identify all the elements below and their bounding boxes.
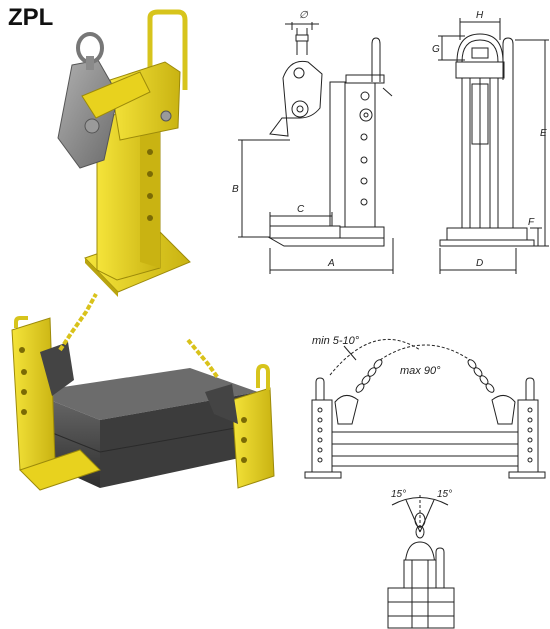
dimension-a-label: A: [327, 258, 335, 269]
pair-angle-drawing: [304, 338, 546, 479]
page-title: ZPL: [8, 4, 54, 31]
tilt-left-angle-label: 15°: [391, 489, 406, 500]
side-view-drawing: [238, 22, 394, 274]
dimension-e-label: E: [540, 128, 547, 139]
dimension-b-label: B: [232, 184, 239, 195]
dimension-diameter-label: ∅: [299, 10, 309, 21]
dimension-c-label: C: [297, 204, 305, 215]
tilt-right-angle-label: 15°: [437, 489, 452, 500]
min-angle-label: min 5-10°: [312, 335, 360, 347]
dimension-d-label: D: [476, 258, 483, 269]
dimension-g-label: G: [432, 44, 440, 55]
dimension-f-label: F: [528, 217, 535, 228]
dimension-h-label: H: [476, 10, 484, 21]
max-angle-label: max 90°: [400, 365, 441, 377]
clamp-3d-render: [57, 9, 191, 297]
tilt-angle-drawing: [387, 495, 455, 629]
clamp-pair-with-load-render: [11, 293, 275, 491]
front-view-drawing: [438, 18, 549, 274]
